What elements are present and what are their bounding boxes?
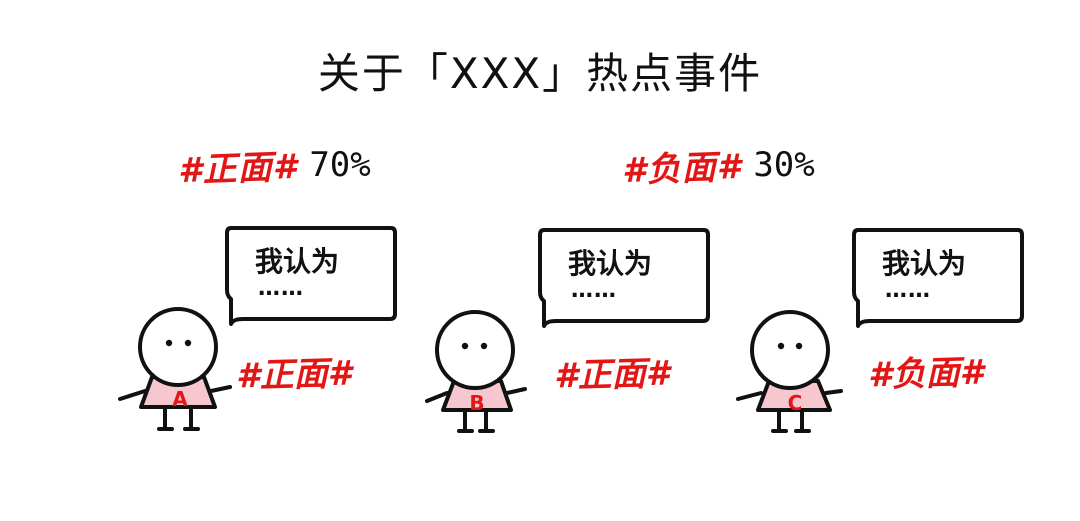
bubble-a-line2: …… — [258, 276, 304, 301]
character-letter-c: C — [735, 391, 855, 415]
opinion-tag-a: #正面# — [235, 345, 352, 397]
opinion-tag-c: #负面# — [867, 344, 984, 396]
opinion-tag-b: #正面# — [553, 345, 670, 397]
negative-tag: #负面# — [621, 138, 742, 191]
positive-tag: #正面# — [177, 138, 298, 191]
character-letter-a: A — [120, 387, 240, 411]
character-letter-b: B — [417, 391, 537, 415]
character-a: A — [120, 309, 240, 444]
speech-bubble-b: 我认为 …… — [538, 228, 710, 325]
character-b: B — [417, 313, 537, 448]
bubble-b-line2: …… — [571, 278, 617, 303]
positive-stat: #正面# 70% — [178, 142, 371, 188]
negative-percentage: 30% — [753, 145, 814, 185]
negative-stat: #负面# 30% — [622, 142, 815, 188]
speech-bubble-c: 我认为 …… — [852, 228, 1024, 325]
bubble-c-line1: 我认为 — [882, 242, 966, 282]
title: 关于「XXX」热点事件 — [0, 40, 1080, 101]
character-c: C — [735, 313, 855, 448]
speech-bubble-a: 我认为 …… — [225, 226, 397, 323]
bubble-b-line1: 我认为 — [568, 242, 652, 282]
bubble-c-line2: …… — [885, 278, 931, 303]
positive-percentage: 70% — [309, 145, 370, 185]
bubble-a-line1: 我认为 — [255, 240, 339, 280]
